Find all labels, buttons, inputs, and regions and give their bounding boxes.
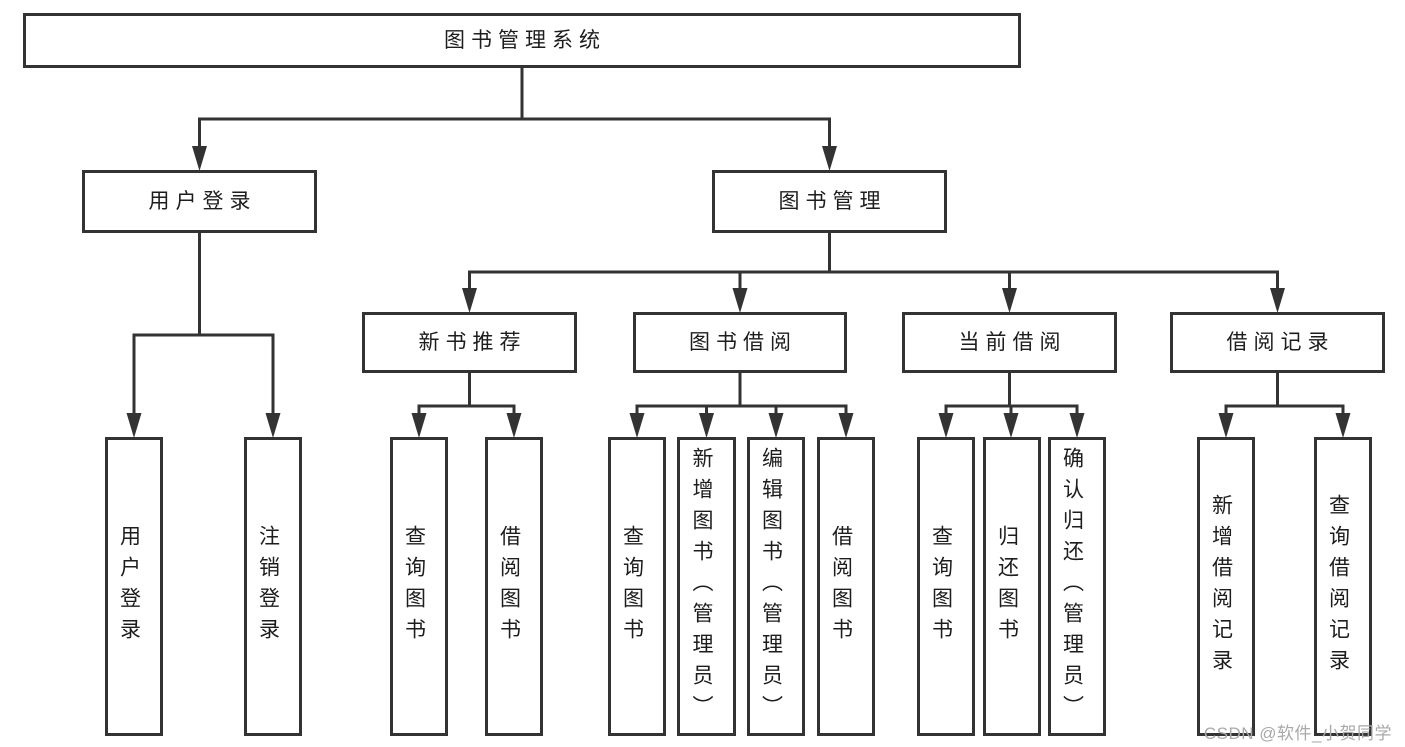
leaf-user-login: 用户登录	[105, 437, 163, 736]
node-book-borrowing: 图书借阅	[633, 312, 847, 373]
node-label: 编辑图书（管理员）	[759, 447, 783, 726]
leaf-logout: 注销登录	[244, 437, 302, 736]
node-label: 查询借阅记录	[1326, 493, 1350, 680]
node-label: 查询图书	[402, 524, 426, 649]
node-borrowing-records: 借阅记录	[1170, 312, 1385, 373]
node-label: 注销登录	[256, 524, 280, 649]
leaf-edit-books-admin: 编辑图书（管理员）	[747, 437, 805, 736]
node-new-book-recommendation: 新书推荐	[362, 312, 577, 373]
node-label: 用户登录	[148, 189, 257, 213]
leaf-query-books-borrowing: 查询图书	[608, 437, 666, 736]
leaf-query-books-recommendation: 查询图书	[390, 437, 448, 736]
leaf-add-borrow-record: 新增借阅记录	[1197, 437, 1255, 736]
leaf-confirm-return-admin: 确认归还（管理员）	[1048, 437, 1106, 736]
node-label: 归还图书	[995, 524, 1019, 649]
node-label: 查询图书	[929, 524, 953, 649]
node-label: 新增图书（管理员）	[690, 447, 713, 726]
node-label: 新增借阅记录	[1209, 493, 1233, 680]
leaf-borrow-books-borrowing: 借阅图书	[817, 437, 875, 736]
leaf-borrow-books-recommendation: 借阅图书	[485, 437, 543, 736]
node-label: 图书管理	[778, 189, 887, 213]
node-label: 借阅图书	[497, 524, 521, 649]
leaf-query-books-current: 查询图书	[917, 437, 975, 736]
leaf-add-books-admin: 新增图书（管理员）	[677, 437, 736, 736]
csdn-watermark: CSDN @软件_小贺同学	[1203, 724, 1392, 743]
node-label: 图书管理系统	[444, 28, 606, 52]
node-label: 借阅记录	[1226, 330, 1335, 354]
leaf-query-borrow-record: 查询借阅记录	[1314, 437, 1372, 736]
node-user-login: 用户登录	[82, 170, 317, 233]
node-label: 图书借阅	[689, 330, 797, 354]
node-label: 确认归还（管理员）	[1060, 447, 1084, 726]
node-current-borrowing: 当前借阅	[902, 312, 1117, 373]
node-library-management-system: 图书管理系统	[23, 13, 1021, 68]
node-label: 当前借阅	[958, 330, 1067, 354]
leaf-return-books: 归还图书	[983, 437, 1041, 736]
node-label: 查询图书	[620, 524, 644, 649]
node-book-management: 图书管理	[712, 170, 947, 233]
node-label: 新书推荐	[418, 330, 527, 354]
node-label: 借阅图书	[829, 524, 853, 649]
node-label: 用户登录	[117, 524, 141, 649]
